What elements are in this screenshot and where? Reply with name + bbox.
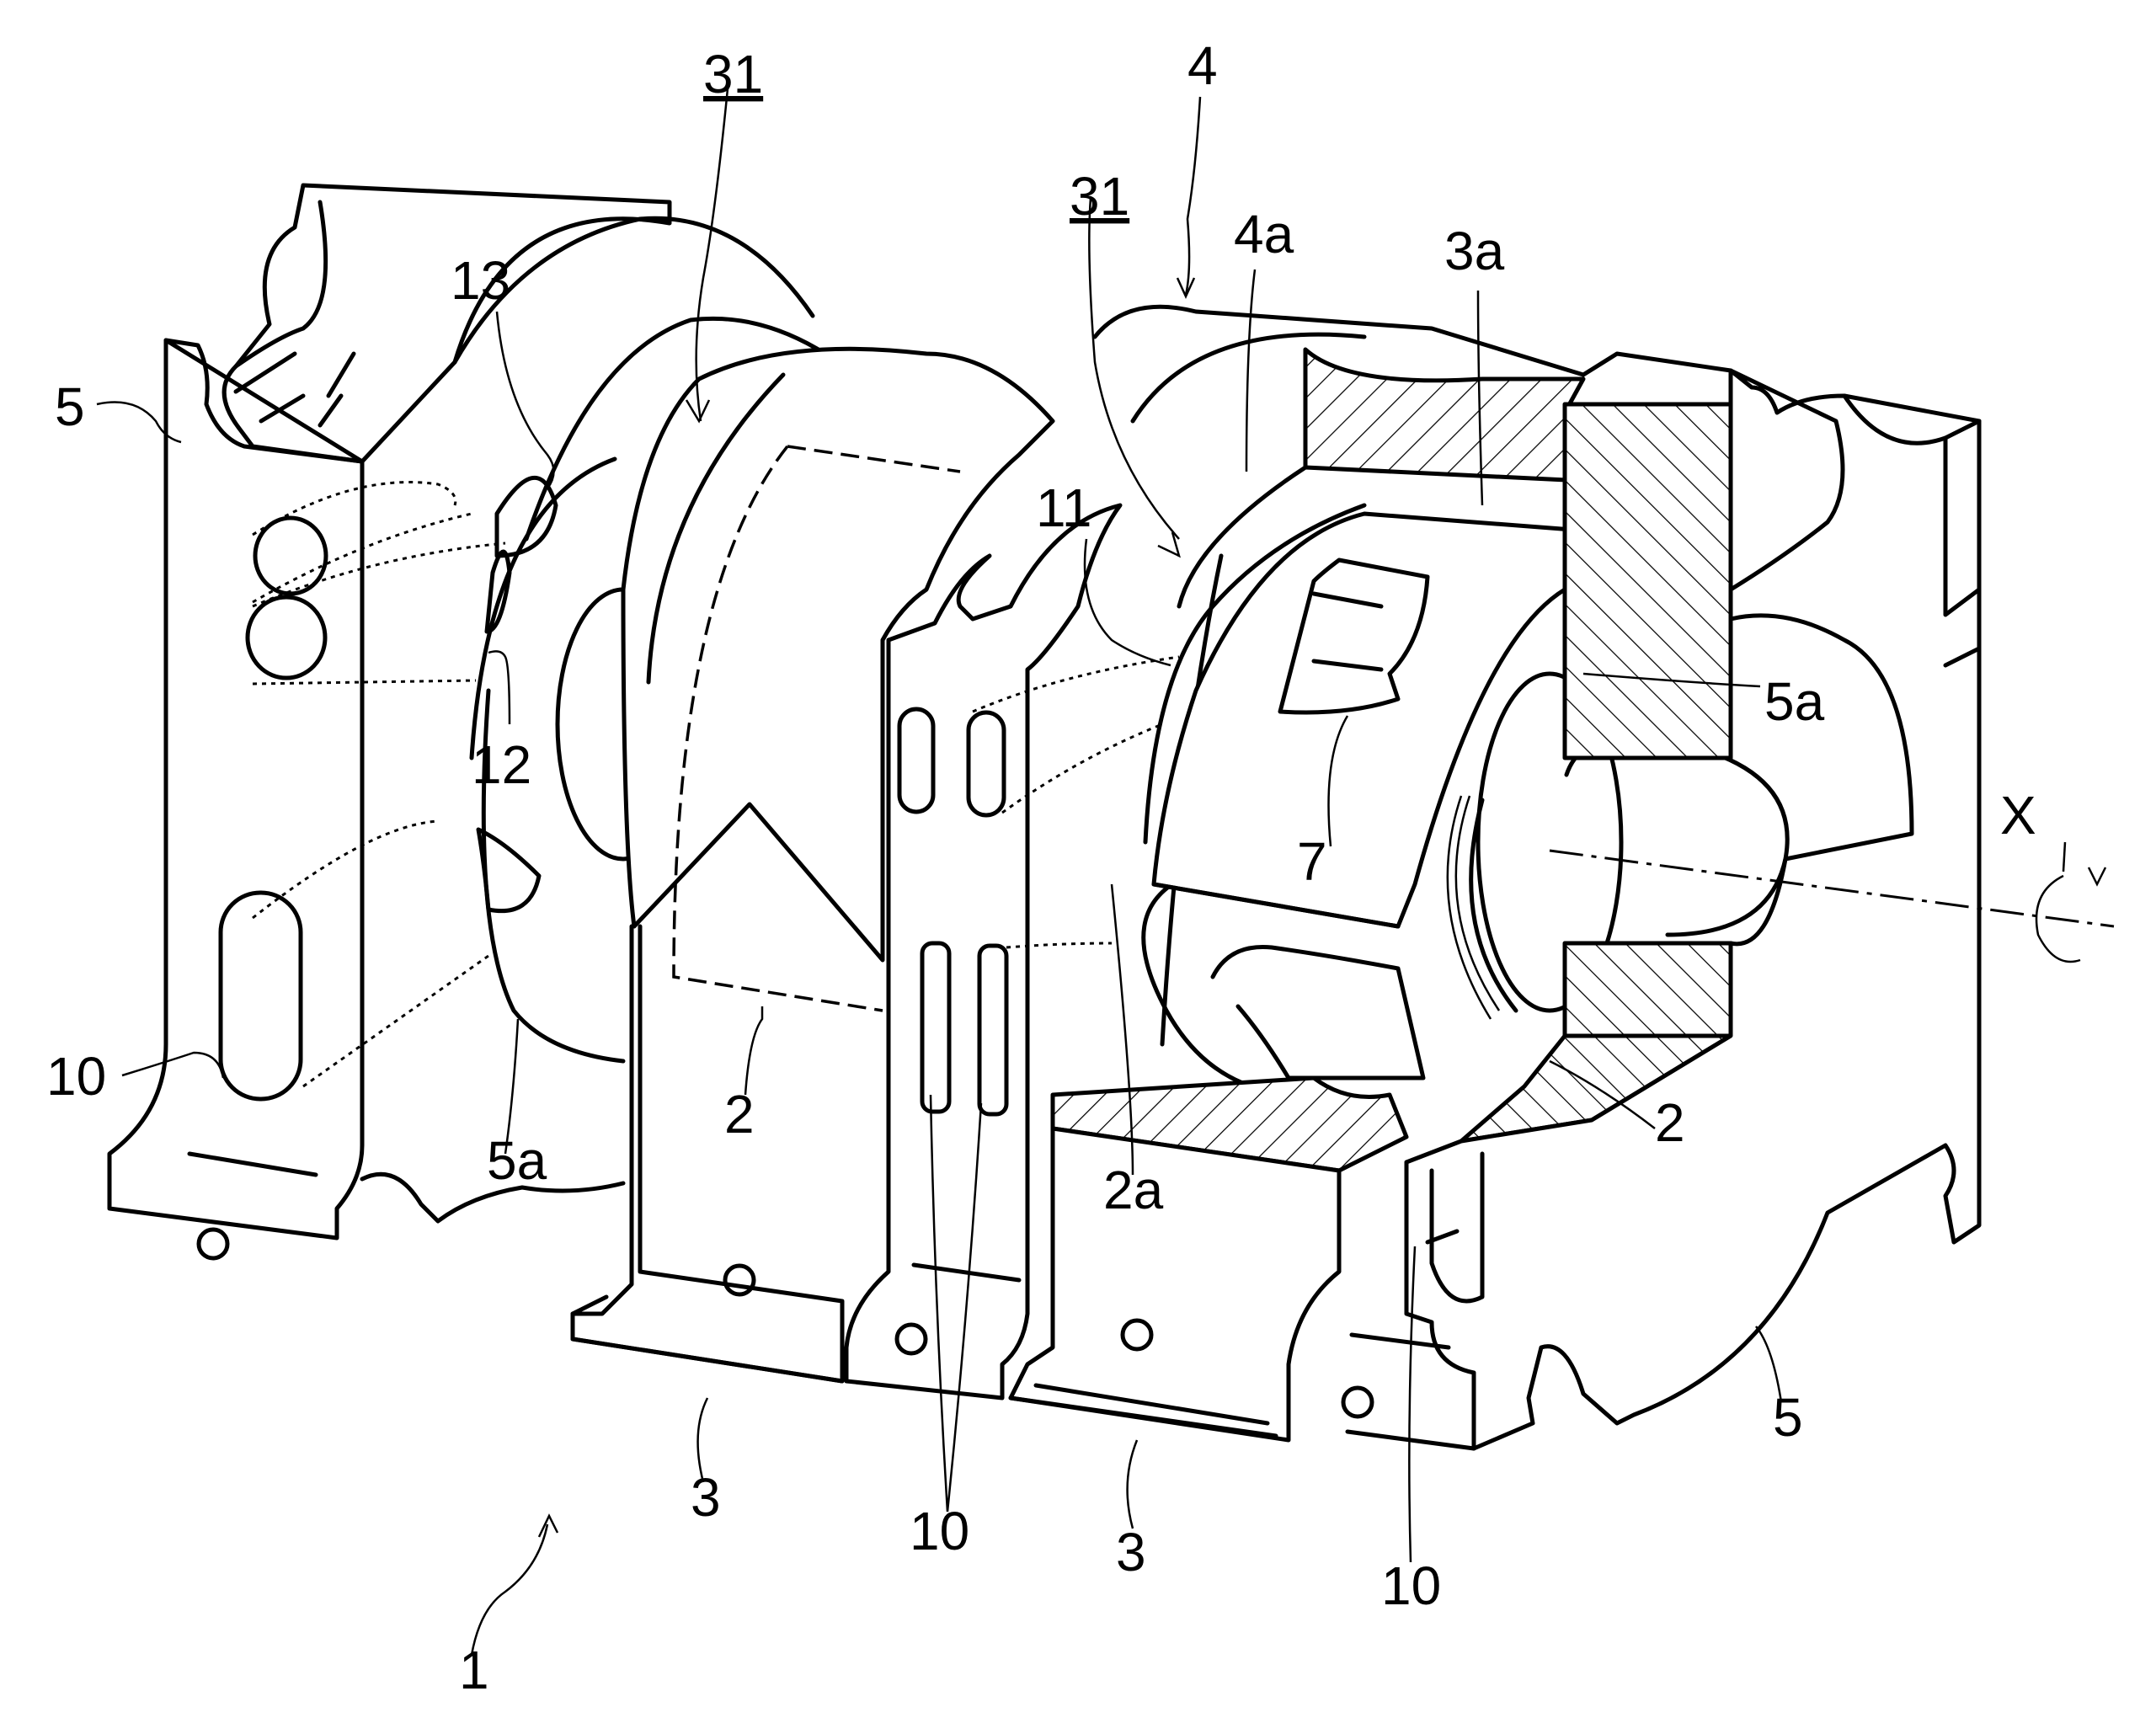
label-31-right: 31 xyxy=(1070,166,1129,227)
label-4a: 4a xyxy=(1234,204,1294,264)
rotation-axis xyxy=(1549,849,2115,963)
label-leaders xyxy=(96,311,2067,1656)
label-5-left: 5 xyxy=(55,376,85,437)
right-side-housing xyxy=(1341,368,1982,1451)
label-3-right: 3 xyxy=(1116,1522,1146,1582)
label-3-left: 3 xyxy=(691,1467,721,1528)
leader-arrows xyxy=(685,79,1484,558)
label-31-left: 31 xyxy=(703,44,763,104)
label-10-right: 10 xyxy=(1381,1555,1441,1616)
label-4: 4 xyxy=(1187,35,1218,96)
label-5a-right: 5a xyxy=(1764,671,1825,732)
label-13: 13 xyxy=(451,250,510,311)
label-10-center: 10 xyxy=(910,1501,969,1561)
label-11: 11 xyxy=(1036,478,1091,538)
right-rotor-housing xyxy=(1008,304,1790,1443)
label-1: 1 xyxy=(459,1640,489,1700)
label-2-left: 2 xyxy=(724,1084,755,1144)
center-rib xyxy=(844,503,1180,1401)
label-7: 7 xyxy=(1297,831,1327,892)
label-10-left: 10 xyxy=(46,1046,106,1107)
rotation-arrow-icon xyxy=(2035,874,2081,963)
label-5-right: 5 xyxy=(1773,1387,1803,1448)
reference-labels: 31 31 4 4a 3a 5 13 12 11 5a 7 X 10 5a 2 … xyxy=(46,35,2036,1700)
center-housing xyxy=(570,346,1055,1384)
label-5a-left: 5a xyxy=(487,1130,547,1191)
left-side-housing xyxy=(107,183,672,1261)
label-3a: 3a xyxy=(1444,221,1505,281)
label-x: X xyxy=(2000,785,2036,846)
label-2-right: 2 xyxy=(1655,1092,1685,1153)
label-12: 12 xyxy=(472,734,531,795)
